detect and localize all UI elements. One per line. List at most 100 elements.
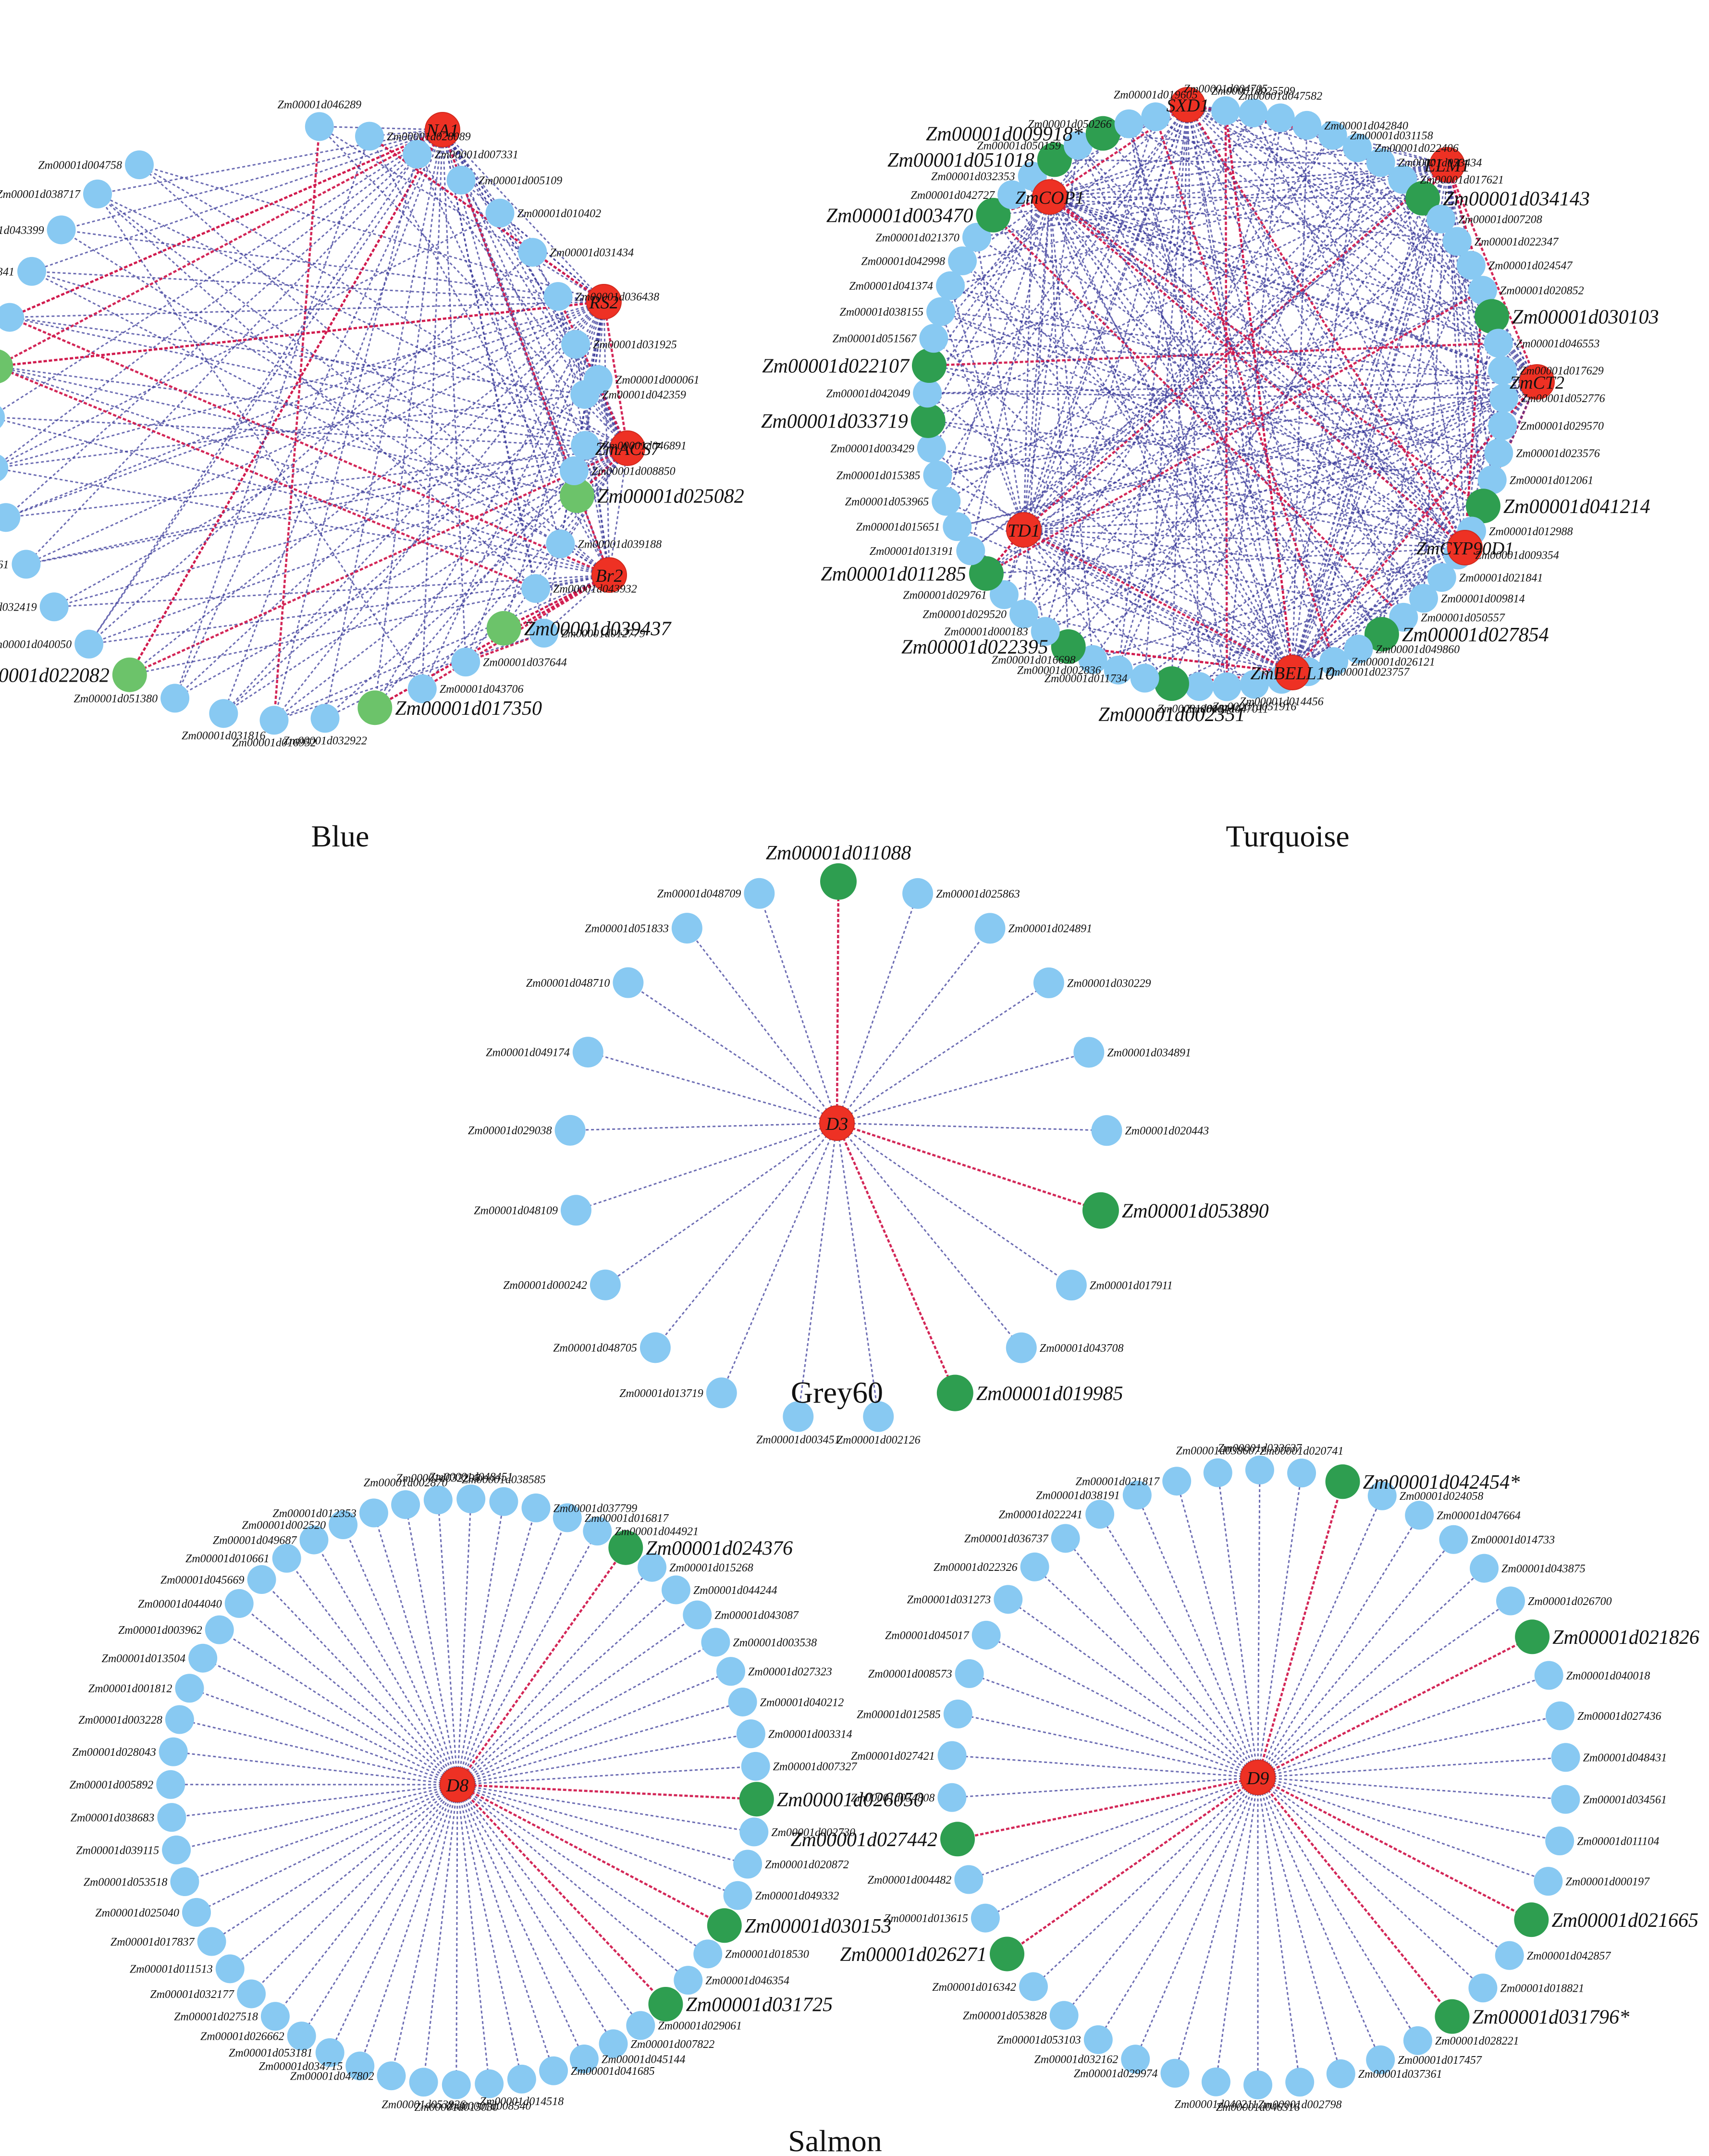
hub-edge bbox=[1257, 1473, 1303, 1778]
gene-label: Zm00001d003451 bbox=[756, 1434, 840, 1446]
gene-label: Zm00001d002520 bbox=[242, 1519, 326, 1531]
hub-gene-label: Br2 bbox=[596, 566, 623, 586]
gene-node bbox=[994, 1585, 1023, 1614]
gene-label: Zm00001d019985 bbox=[976, 1383, 1123, 1405]
gene-node bbox=[1496, 1586, 1525, 1616]
hub-gene-node bbox=[1519, 364, 1555, 400]
hub-edge bbox=[457, 1670, 731, 1786]
hub-edge bbox=[836, 1123, 879, 1417]
gene-label: Zm00001d022395 bbox=[901, 637, 1048, 659]
gene-label: Zm00001d022347 bbox=[1475, 236, 1559, 248]
network-edge bbox=[5, 129, 443, 518]
network-edge bbox=[223, 379, 599, 714]
network-edge bbox=[0, 367, 578, 497]
gene-label: Zm00001d050159 bbox=[977, 140, 1061, 152]
gene-label: Zm00001d031273 bbox=[907, 1594, 991, 1606]
hub-edge bbox=[1063, 1777, 1259, 2016]
gene-label: Zm00001d046316 bbox=[1216, 2101, 1300, 2114]
gene-label: Zm00001d044040 bbox=[138, 1598, 222, 1610]
network-edge bbox=[1023, 425, 1503, 531]
gene-node bbox=[0, 406, 5, 428]
gene-label: Zm00001d030153 bbox=[745, 1915, 892, 1937]
network-edge-highlight bbox=[1049, 196, 1484, 507]
network-edge bbox=[31, 129, 443, 272]
gene-label: Zm00001d029520 bbox=[922, 609, 1007, 621]
hub-hub-edge bbox=[1023, 529, 1293, 674]
gene-label: Zm00001d038717 bbox=[0, 188, 81, 201]
hub-gene-label: SXD1 bbox=[1167, 96, 1209, 116]
hub-gene-label: ZmCYP90D1 bbox=[1416, 539, 1514, 559]
gene-node bbox=[160, 684, 190, 713]
gene-node bbox=[391, 1490, 420, 1519]
hub-edge-highlight bbox=[836, 881, 840, 1124]
gene-node-marked bbox=[1154, 666, 1189, 701]
network-edge bbox=[0, 367, 536, 590]
network-edge bbox=[1128, 123, 1293, 673]
gene-node bbox=[518, 238, 547, 267]
gene-label: Zm00001d042998 bbox=[861, 255, 945, 268]
hub-edge-highlight bbox=[456, 1784, 725, 1927]
gene-node bbox=[489, 1487, 518, 1516]
hub-edge bbox=[457, 1784, 738, 1897]
gene-label: Zm00001d053434 bbox=[1398, 157, 1482, 170]
gene-node bbox=[539, 2056, 568, 2085]
gene-node bbox=[442, 2070, 471, 2099]
hub-edge-highlight bbox=[1257, 1776, 1532, 1921]
gene-label: Zm00001d002836 bbox=[1017, 664, 1101, 677]
gene-node bbox=[0, 454, 9, 481]
gene-node bbox=[272, 1544, 301, 1573]
network-edge bbox=[946, 164, 1448, 502]
gene-node bbox=[1318, 121, 1347, 150]
gene-label: Zm00001d002870 bbox=[364, 1477, 448, 1489]
gene-label: Zm00001d051567 bbox=[833, 333, 917, 345]
network-edge bbox=[1103, 133, 1448, 166]
network-edge bbox=[1032, 176, 1309, 672]
gene-node bbox=[661, 1575, 690, 1605]
labels-panel-4: Zm00001d020741Zm00001d042454*Zm00001d024… bbox=[790, 1442, 1699, 2114]
hub-edge bbox=[457, 1784, 748, 1865]
network-edge bbox=[1464, 370, 1503, 548]
hub-edge bbox=[654, 1123, 838, 1348]
hub-edge bbox=[456, 1784, 554, 2071]
gene-node bbox=[989, 580, 1019, 609]
gene-label: Zm00001d012414 bbox=[1157, 703, 1242, 715]
gene-label: Zm00001d048109 bbox=[474, 1205, 558, 1217]
network-edge bbox=[374, 470, 575, 709]
hub-edge bbox=[1174, 1777, 1259, 2074]
gene-label: Zm00001d050557 bbox=[1421, 612, 1505, 624]
network-edge bbox=[957, 381, 1537, 527]
hub-edge bbox=[456, 1784, 490, 2084]
gene-node bbox=[345, 2051, 375, 2081]
gene-label: Zm00001d042840 bbox=[1324, 120, 1408, 132]
gene-node bbox=[543, 282, 573, 311]
gene-label: Zm00001d053518 bbox=[84, 1876, 168, 1888]
labels-panel-0: Zm00001d046289Zm00001d028089Zm00001d0073… bbox=[0, 98, 744, 749]
gene-node bbox=[423, 1485, 453, 1515]
gene-node bbox=[932, 487, 961, 516]
network-edge bbox=[369, 135, 610, 576]
hub-hub-edge bbox=[1023, 164, 1448, 531]
gene-node-marked bbox=[1037, 142, 1072, 177]
network-edge bbox=[1199, 381, 1538, 687]
network-edge bbox=[0, 468, 610, 576]
network-edge bbox=[1171, 547, 1465, 685]
gene-node bbox=[723, 1881, 752, 1910]
hub-edge-highlight bbox=[1006, 1776, 1259, 1955]
nodes-panel-4 bbox=[937, 1456, 1580, 2099]
hub-gene-node bbox=[610, 430, 645, 466]
network-edge bbox=[465, 301, 605, 662]
hub-hub-edge bbox=[1292, 547, 1465, 674]
network-edge bbox=[26, 444, 586, 565]
gene-node-marked bbox=[560, 478, 595, 513]
gene-node bbox=[728, 1687, 757, 1716]
gene-label: Zm00001d021817 bbox=[1076, 1476, 1160, 1488]
network-edge bbox=[1045, 162, 1381, 632]
network-edge bbox=[5, 295, 559, 518]
gene-node bbox=[1009, 600, 1038, 629]
hub-edge bbox=[455, 1784, 458, 2085]
hub-gene-label: ZmCT2 bbox=[1510, 373, 1564, 393]
hub-gene-label: D8 bbox=[446, 1776, 468, 1796]
network-edge-highlight bbox=[421, 574, 610, 690]
hub-edge bbox=[836, 1122, 1107, 1131]
network-edge bbox=[1077, 145, 1466, 549]
